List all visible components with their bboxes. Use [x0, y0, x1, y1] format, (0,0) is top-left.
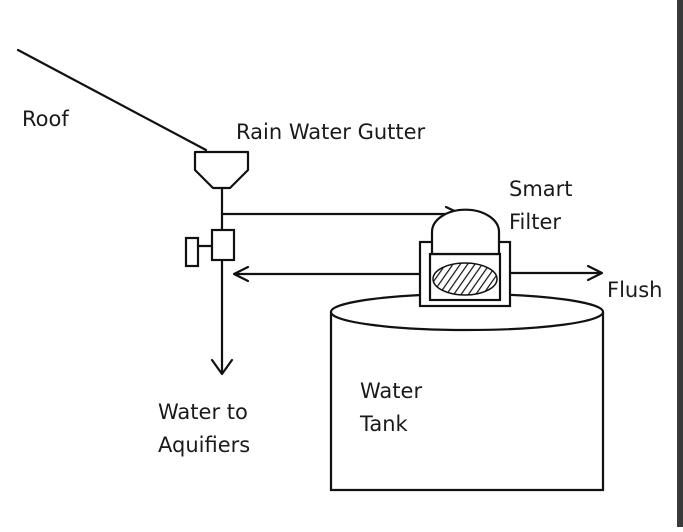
flush-arrow	[586, 264, 604, 282]
gutter-funnel	[193, 150, 250, 190]
label-water-to: Water to	[158, 400, 248, 424]
label-tank-1: Water	[360, 379, 422, 403]
roof-line	[16, 48, 208, 152]
image-border	[677, 0, 683, 527]
label-tank-2: Tank	[359, 412, 409, 436]
smart-filter-media	[432, 262, 498, 296]
return-pipe-arrow	[232, 265, 250, 283]
valve-body	[210, 228, 236, 262]
label-gutter: Rain Water Gutter	[236, 120, 426, 144]
label-aquifiers: Aquifiers	[158, 433, 250, 457]
valve-handle	[184, 236, 200, 268]
label-roof: Roof	[22, 107, 69, 131]
aquifer-arrow-head	[210, 358, 234, 376]
label-flush: Flush	[607, 278, 662, 302]
smart-filter-dome	[430, 208, 501, 256]
water-tank	[329, 312, 605, 492]
label-smart-filter-1: Smart	[509, 177, 573, 201]
label-smart-filter-2: Filter	[509, 210, 561, 234]
